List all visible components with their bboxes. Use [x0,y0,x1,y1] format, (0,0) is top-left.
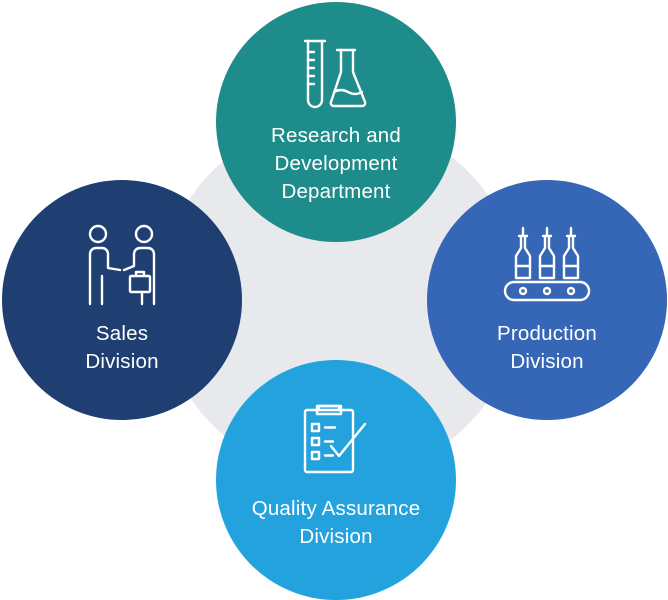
production-division-label: Production Division [427,320,667,376]
research-development-label: Research and Development Department [216,122,456,206]
label-line: Quality Assurance [251,497,421,520]
label-line: Research and [270,124,402,147]
label-line: Division [510,350,584,373]
label-line: Sales [95,322,149,345]
clipboard-checklist-icon [301,402,371,476]
sales-division-label: Sales Division [2,320,242,376]
label-line: Department [281,180,391,203]
label-line: Division [85,350,159,373]
label-line: Production [496,322,597,345]
bottle-conveyor-icon [501,226,593,304]
lab-glassware-icon [301,38,371,114]
label-line: Development [274,152,398,175]
sales-division-node: Sales Division [2,180,242,420]
handshake-briefcase-icon [82,224,162,306]
label-line: Division [299,525,373,548]
quality-assurance-label: Quality Assurance Division [216,495,456,551]
quality-assurance-node: Quality Assurance Division [216,360,456,600]
production-division-node: Production Division [427,180,667,420]
research-development-node: Research and Development Department [216,2,456,242]
